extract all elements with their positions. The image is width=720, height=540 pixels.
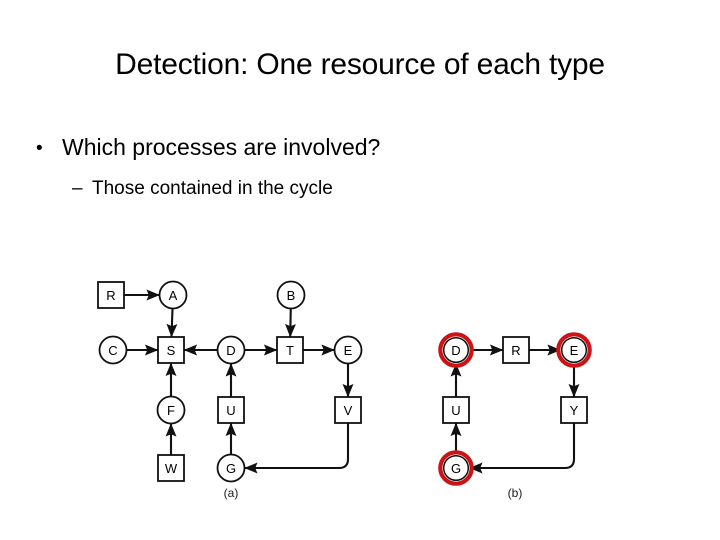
node-b-Y[interactable]: Y bbox=[560, 396, 588, 424]
node-label-b-D: D bbox=[451, 343, 460, 358]
node-a-D[interactable]: D bbox=[216, 335, 246, 365]
node-label-a-T: T bbox=[286, 343, 294, 358]
node-a-R[interactable]: R bbox=[97, 281, 125, 309]
node-a-S[interactable]: S bbox=[157, 336, 185, 364]
node-label-b-Y: Y bbox=[570, 403, 579, 418]
node-b-E-highlighted[interactable]: E bbox=[556, 332, 592, 368]
bullet-level-1: • Which processes are involved? bbox=[36, 134, 380, 161]
figure-a-graph: R A B C S D T E F U V W G bbox=[97, 280, 363, 483]
node-b-G-highlighted[interactable]: G bbox=[438, 450, 474, 486]
node-a-A[interactable]: A bbox=[158, 280, 188, 310]
figure-area: R A B C S D T E F U V W G D R E U Y G (a) (b) bbox=[0, 250, 720, 540]
node-label-b-R: R bbox=[511, 343, 520, 358]
node-label-b-U: U bbox=[451, 403, 460, 418]
figure-b-graph: D R E U Y G bbox=[438, 332, 592, 486]
resource-allocation-graph-figure: R A B C S D T E F U V W G D R E U Y G bbox=[97, 280, 592, 486]
figure-b-caption: (b) bbox=[507, 486, 523, 500]
node-b-D-highlighted[interactable]: D bbox=[438, 332, 474, 368]
edge-a-A-to-S bbox=[166, 308, 178, 338]
node-a-B[interactable]: B bbox=[276, 280, 306, 310]
bullet-level-2: –Those contained in the cycle bbox=[72, 178, 333, 200]
node-b-R[interactable]: R bbox=[502, 336, 530, 364]
edge-a-V-to-G bbox=[244, 423, 350, 474]
node-label-a-V: V bbox=[344, 403, 353, 418]
node-label-a-G: G bbox=[226, 461, 236, 476]
node-a-F[interactable]: F bbox=[156, 395, 186, 425]
edge-b-Y-to-G bbox=[469, 423, 576, 474]
node-label-b-E: E bbox=[570, 343, 579, 358]
bullet-marker-dot: • bbox=[36, 138, 43, 159]
node-b-U[interactable]: U bbox=[442, 396, 470, 424]
node-label-a-S: S bbox=[167, 343, 176, 358]
node-a-T[interactable]: T bbox=[276, 336, 304, 364]
node-label-a-D: D bbox=[226, 343, 235, 358]
node-label-a-F: F bbox=[167, 403, 175, 418]
node-a-C[interactable]: C bbox=[98, 335, 128, 365]
bullet-marker-dash: – bbox=[72, 178, 83, 199]
node-label-a-C: C bbox=[108, 343, 117, 358]
node-label-a-R: R bbox=[106, 288, 115, 303]
node-label-a-W: W bbox=[165, 461, 178, 476]
node-a-G[interactable]: G bbox=[216, 453, 246, 483]
node-label-a-U: U bbox=[226, 403, 235, 418]
page-title: Detection: One resource of each type bbox=[115, 48, 605, 81]
bullet-level-1-text: Which processes are involved? bbox=[62, 134, 381, 160]
node-a-V[interactable]: V bbox=[334, 396, 362, 424]
node-label-a-B: B bbox=[287, 288, 296, 303]
node-label-a-E: E bbox=[344, 343, 353, 358]
node-a-U[interactable]: U bbox=[217, 396, 245, 424]
node-a-W[interactable]: W bbox=[157, 454, 185, 482]
node-label-a-A: A bbox=[169, 288, 178, 303]
bullet-level-2-text: Those contained in the cycle bbox=[92, 178, 333, 199]
edge-a-B-to-T bbox=[285, 308, 296, 338]
node-label-b-G: G bbox=[451, 461, 461, 476]
node-a-E[interactable]: E bbox=[333, 335, 363, 365]
figure-a-caption: (a) bbox=[223, 486, 239, 500]
